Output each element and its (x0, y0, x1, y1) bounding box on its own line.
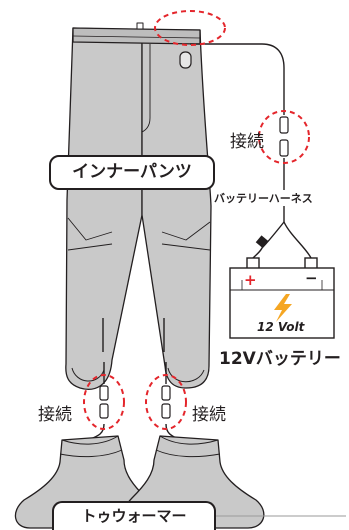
left-connection-highlight (83, 374, 125, 430)
inner-pants-label: インナーパンツ (49, 155, 215, 190)
connect-label-left: 接続 (38, 405, 72, 425)
battery-harness-label: バッテリーハーネス (213, 190, 314, 206)
harness-connector-upper (279, 116, 289, 134)
connect-label-top: 接続 (230, 132, 264, 152)
connect-label-right: 接続 (192, 405, 226, 425)
right-connection-highlight (145, 374, 187, 430)
left-leg (65, 27, 143, 390)
connection-highlights (83, 10, 310, 430)
plus-sign: + (244, 271, 257, 289)
split-positive (252, 221, 285, 259)
battery-label: 12Vバッテリー (219, 349, 341, 369)
harness-connector-lower (279, 139, 289, 157)
lightning-bolt-icon (274, 294, 292, 322)
harness-connection-highlight (258, 110, 310, 164)
minus-sign: − (305, 269, 318, 287)
inner-pants-illustration (65, 22, 212, 390)
volt-label: 12 Volt (257, 320, 305, 334)
toe-warmer-label: トゥウォーマー (52, 501, 216, 530)
waist-button (136, 22, 144, 30)
waist-connector (179, 51, 192, 69)
waist-wire (190, 43, 285, 115)
right-leg (141, 29, 212, 389)
connectors (99, 116, 289, 419)
split-negative (283, 221, 312, 259)
inline-fuse (255, 235, 269, 249)
battery-illustration (229, 257, 335, 339)
waist-connection-highlight (154, 10, 226, 46)
